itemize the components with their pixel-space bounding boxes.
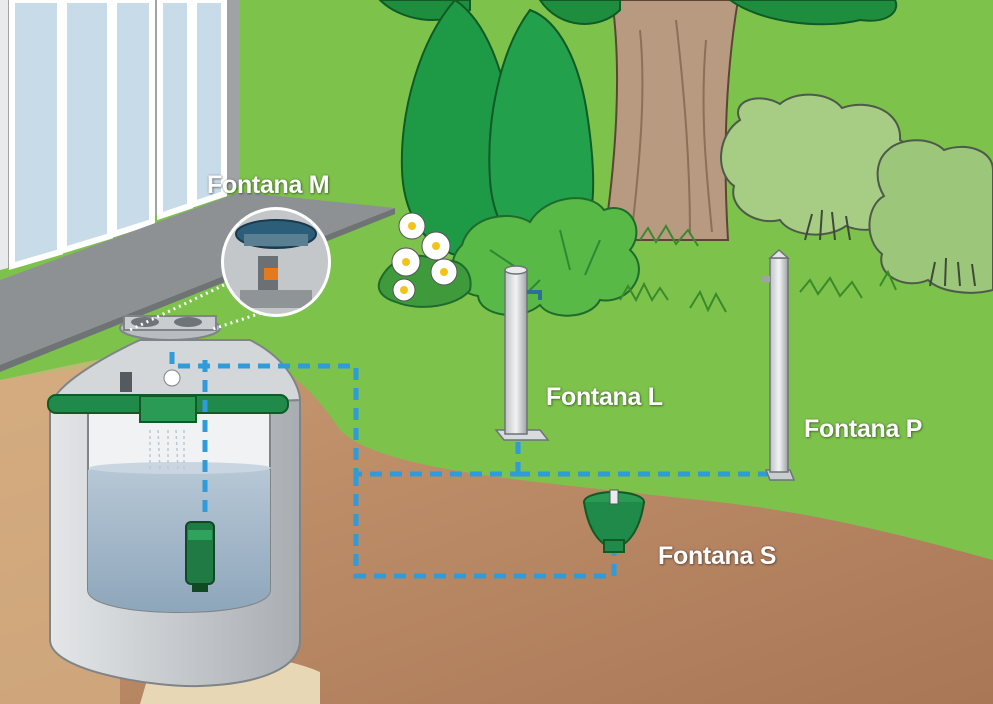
ground-fountain-icon — [583, 489, 645, 553]
magnifier-icon — [129, 207, 331, 332]
label-fontana-l: Fontana L — [546, 383, 663, 411]
post-icon — [494, 265, 550, 441]
grass-tufts — [619, 224, 897, 313]
tank-icon — [47, 315, 302, 688]
building — [0, 0, 395, 372]
square-post-icon — [762, 248, 796, 481]
tree-icon — [378, 0, 898, 241]
label-fontana-s: Fontana S — [658, 542, 777, 570]
leafy-bush — [451, 197, 640, 317]
label-fontana-p: Fontana P — [804, 415, 923, 443]
label-fontana-m: Fontana M — [207, 171, 330, 199]
flower-icon — [377, 212, 472, 308]
pump-icon — [185, 521, 215, 592]
bush-icon — [720, 93, 993, 294]
